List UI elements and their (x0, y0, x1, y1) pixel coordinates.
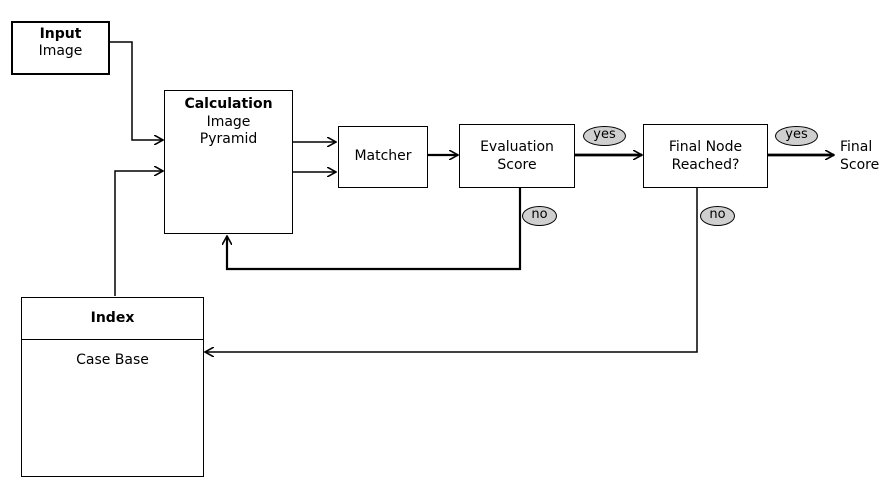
matcher-box (338, 126, 428, 188)
evaluation-score-box (459, 124, 575, 188)
input-label: Input (39, 26, 82, 42)
final-node-box (643, 124, 768, 188)
calculation-title: Calculation (184, 96, 273, 112)
arrow-evaluation-no-loop (227, 188, 522, 271)
calculation-line-3: Pyramid (199, 131, 258, 147)
final-score-line-1: Final (840, 139, 873, 155)
calculation-box (164, 90, 293, 234)
case-base-label: Case Base (76, 352, 149, 368)
index-divider (21, 339, 204, 340)
yes-badge-evaluation: yes (583, 126, 626, 146)
arrow-final-node-no-to-index (205, 188, 698, 352)
input-image-box (11, 21, 110, 75)
input-sub-label: Image (38, 43, 83, 59)
final-score-line-2: Score (840, 157, 880, 173)
arrow-index-to-calculation (114, 171, 163, 296)
index-box (21, 297, 204, 477)
final-node-line-1: Final Node (668, 139, 743, 155)
evaluation-line-2: Score (497, 157, 537, 173)
no-badge-evaluation: no (522, 206, 557, 226)
final-node-line-2: Reached? (671, 157, 740, 173)
arrow-input-to-calculation (110, 41, 163, 140)
no-badge-final-node: no (700, 206, 735, 226)
evaluation-line-1: Evaluation (480, 139, 554, 155)
yes-badge-final-node: yes (775, 126, 818, 146)
calculation-line-2: Image (206, 114, 251, 130)
matcher-label: Matcher (354, 148, 412, 164)
index-title: Index (90, 310, 135, 326)
